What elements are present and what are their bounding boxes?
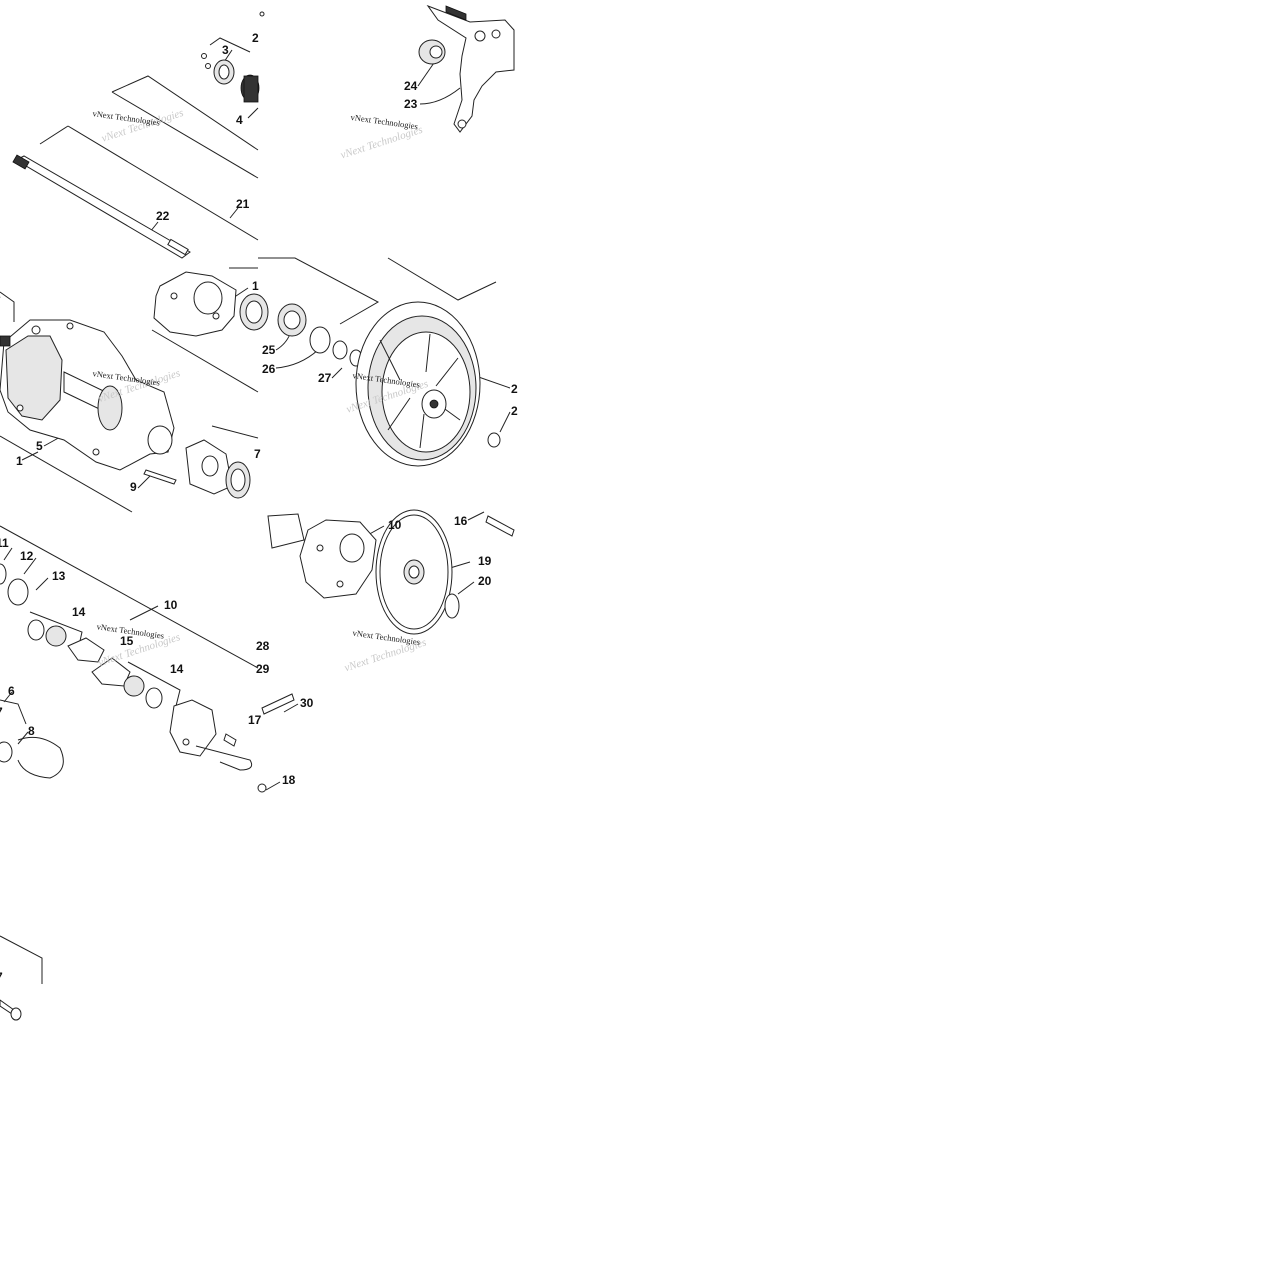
lower-left-parts [0, 563, 295, 793]
plate-9 [143, 439, 251, 499]
callout-22: 22 [156, 209, 170, 223]
caliper-bracket-upper [153, 271, 237, 337]
callout-11: 11 [0, 536, 9, 550]
callout-26: 26 [262, 362, 276, 376]
callout-10: 10 [164, 598, 178, 612]
callout-19: 19 [478, 554, 492, 568]
callout-2-right-b: 2 [511, 404, 518, 418]
callout-6: 6 [8, 684, 15, 698]
callout-1: 1 [16, 454, 23, 468]
callout-28: 28 [256, 639, 270, 653]
callout-1-upper: 1 [252, 279, 259, 293]
callout-7-right: 7 [254, 447, 261, 461]
callout-24: 24 [404, 79, 418, 93]
callout-13: 13 [52, 569, 66, 583]
caliper-10 [267, 513, 377, 599]
callout-20: 20 [478, 574, 492, 588]
callout-14-a: 14 [72, 605, 86, 619]
callout-4: 4 [236, 113, 243, 127]
callout-16: 16 [454, 514, 468, 528]
callout-7-left: 7 [0, 705, 3, 719]
housing-1 [0, 319, 175, 471]
bearings-25-27 [239, 293, 363, 367]
callout-2-left: 2 [0, 287, 1, 301]
shaft-22 [12, 154, 191, 259]
callout-8: 8 [28, 724, 35, 738]
callout-30: 30 [300, 696, 314, 710]
callout-2-top: 2 [252, 31, 259, 45]
upper-right-bracket-23 [418, 4, 515, 133]
watermark-2: vNext Technologies [350, 112, 419, 131]
callout-labels: 3 2 4 24 23 21 22 2 1 25 26 27 2 2 5 1 9… [0, 31, 518, 984]
callout-3: 3 [222, 43, 229, 57]
callout-18: 18 [282, 773, 296, 787]
callout-23: 23 [404, 97, 418, 111]
small-parts-top [201, 11, 265, 103]
callout-2-right-a: 2 [511, 382, 518, 396]
callout-9: 9 [130, 480, 137, 494]
callout-29: 29 [256, 662, 270, 676]
callout-21: 21 [236, 197, 250, 211]
callout-14-b: 14 [170, 662, 184, 676]
callout-12: 12 [20, 549, 34, 563]
pulley-large [355, 301, 501, 467]
callout-25: 25 [262, 343, 276, 357]
callout-10-right: 10 [388, 518, 402, 532]
bolt-bottom-left [0, 999, 22, 1021]
callout-17: 17 [248, 713, 262, 727]
disc-19 [375, 509, 515, 635]
callout-15: 15 [120, 634, 134, 648]
callout-7-bottom: 7 [0, 970, 3, 984]
callout-27: 27 [318, 371, 332, 385]
callout-5: 5 [36, 439, 43, 453]
